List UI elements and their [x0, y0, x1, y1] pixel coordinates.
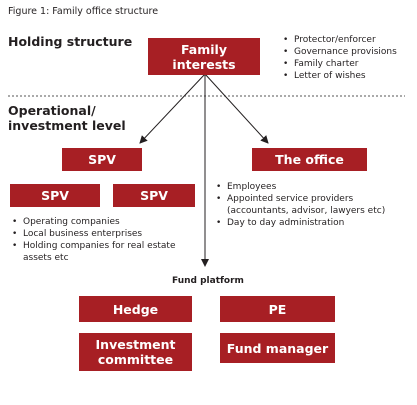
arrow-to-spv [139, 73, 206, 144]
fund-manager-box: Fund manager [220, 333, 335, 363]
figure-title: Figure 1: Family office structure [8, 6, 159, 17]
office-bullets: Employees Appointed service providers (a… [214, 181, 409, 229]
spv-left-box: SPV [10, 184, 100, 207]
spv-bullets: Operating companies Local business enter… [10, 216, 200, 264]
pe-box: PE [220, 296, 335, 322]
office-bullet: Employees [214, 181, 409, 193]
spv-bullet: Holding companies for real estate assets… [10, 240, 200, 264]
investment-committee-box: Investment committee [79, 333, 192, 371]
operational-level-heading: Operational/ investment level [8, 103, 126, 133]
spv-right-box: SPV [113, 184, 195, 207]
hedge-box: Hedge [79, 296, 192, 322]
holding-bullet: Family charter [281, 58, 411, 70]
arrow-to-office [204, 73, 269, 144]
holding-bullet: Governance provisions [281, 46, 411, 58]
spv-bullet: Operating companies [10, 216, 200, 228]
holding-structure-heading: Holding structure [8, 34, 133, 49]
office-bullet: Appointed service providers (accountants… [214, 193, 409, 217]
office-bullet: Day to day administration [214, 217, 409, 229]
spv-bullet: Local business enterprises [10, 228, 200, 240]
spv-top-box: SPV [62, 148, 142, 171]
holding-bullet: Letter of wishes [281, 70, 411, 82]
the-office-box: The office [252, 148, 367, 171]
fund-platform-label: Fund platform [172, 276, 244, 286]
family-interests-box: Family interests [148, 38, 260, 75]
holding-bullets: Protector/enforcer Governance provisions… [281, 34, 411, 82]
holding-bullet: Protector/enforcer [281, 34, 411, 46]
